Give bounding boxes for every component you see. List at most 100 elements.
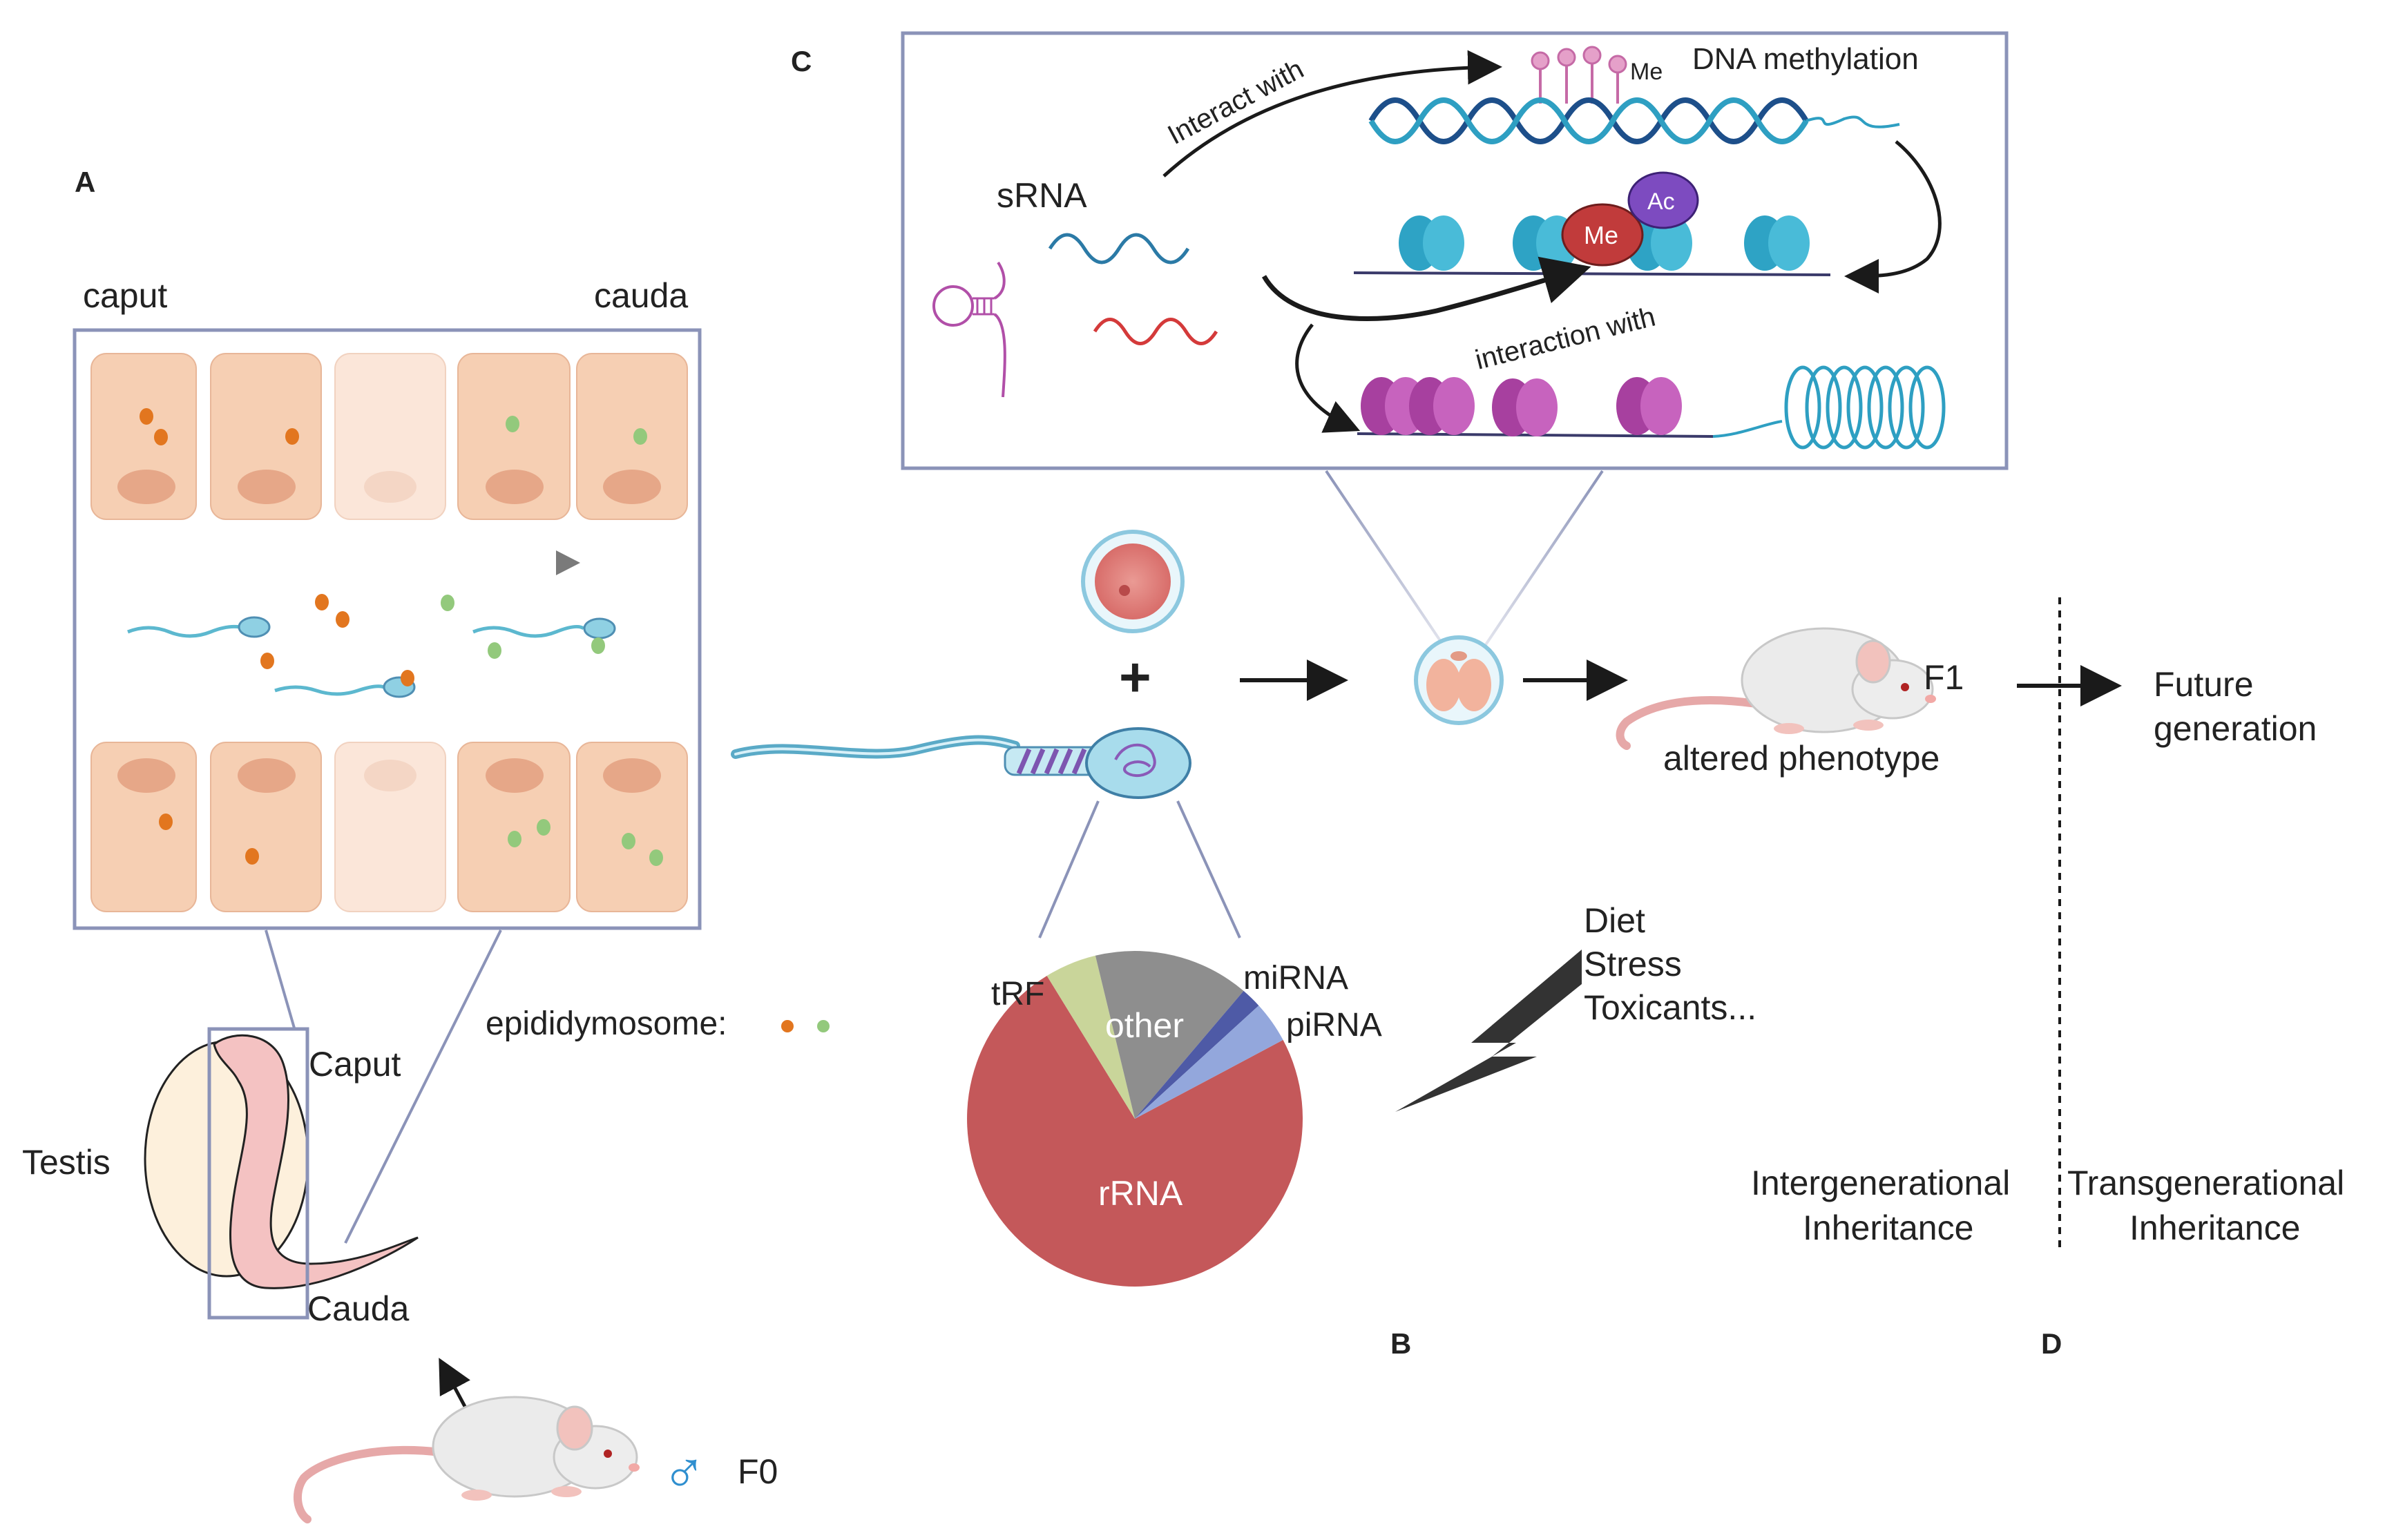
- interaction-with-arrow: [1261, 256, 1591, 321]
- hairpin-tail: [993, 261, 1006, 398]
- sperm-head: [583, 617, 616, 639]
- oocyte: [1081, 530, 1185, 633]
- green-vesicle: [591, 637, 605, 654]
- mouse-tail: [1616, 696, 1765, 750]
- f1-label: F1: [1924, 658, 1964, 697]
- orange-vesicle-legend: [781, 1020, 794, 1032]
- intergenerational-label-line2: Inheritance: [1803, 1209, 1973, 1247]
- histone-acetylation-mark: [1627, 171, 1699, 229]
- f0-mouse: [293, 1396, 640, 1523]
- sperm-cell: [731, 727, 1191, 799]
- orange-vesicle: [315, 594, 329, 610]
- epithelial-cell-pale: [334, 353, 446, 520]
- epididymis-highlight-box: [207, 1027, 309, 1320]
- zygote-cell-right: [1457, 659, 1491, 711]
- pie-zoom-left: [1038, 800, 1100, 939]
- mouse-foot: [1853, 720, 1884, 731]
- srna-molecules: [932, 233, 1218, 398]
- mouse-eye: [1901, 683, 1909, 691]
- green-vesicle: [622, 833, 635, 849]
- green-vesicle: [506, 416, 519, 432]
- coil-lead: [1712, 420, 1783, 438]
- transgenerational-label-line2: Inheritance: [2129, 1209, 2300, 1247]
- linker-dna: [1353, 271, 1831, 276]
- male-symbol: ♂: [662, 1440, 707, 1506]
- epithelial-cell: [576, 353, 688, 520]
- pie-slice-other: [1095, 950, 1244, 1119]
- epididymosome-legend-label: epididymosome:: [486, 1005, 727, 1042]
- dna-strand-1: [1368, 97, 1809, 144]
- epididymis-zoom-frame: [73, 328, 702, 930]
- dna-to-histone-arrow: [1844, 140, 1942, 293]
- panel-label-b: B: [1390, 1327, 1411, 1360]
- sperm-tail: [731, 735, 1020, 759]
- cell-nucleus-pale: [364, 471, 416, 503]
- green-vesicle: [508, 831, 521, 847]
- nucleosome-row-bottom: [1357, 377, 1714, 438]
- srna-to-heterochromatin-arrow: [1295, 323, 1361, 433]
- histone-ac-label: Ac: [1647, 189, 1675, 215]
- epithelial-cell: [457, 742, 571, 912]
- pie-slice-rrna: [967, 976, 1303, 1287]
- dna-double-helix: [1368, 97, 1900, 144]
- green-vesicle-legend: [817, 1020, 830, 1032]
- srna-label: sRNA: [997, 176, 1087, 215]
- sperm-tail: [274, 684, 387, 696]
- zygote-polar-body: [1450, 651, 1467, 661]
- panel-label-d: D: [2041, 1327, 2062, 1360]
- methyl-tags: [1531, 46, 1627, 104]
- srna-strand-red: [1093, 318, 1218, 345]
- pie-label-other: other: [1105, 1006, 1184, 1045]
- orange-vesicle: [260, 653, 274, 669]
- coil-loop: [1805, 365, 1842, 450]
- coil-loop: [1888, 365, 1925, 450]
- coil-loop: [1908, 365, 1946, 450]
- histone-me-label: Me: [1584, 221, 1618, 249]
- orange-vesicle: [245, 848, 259, 865]
- condensed-chromatin-coil: [1712, 365, 1946, 450]
- panel-label-a: A: [75, 166, 95, 198]
- epididymis-shape: [213, 1034, 419, 1289]
- orange-vesicle: [285, 428, 299, 445]
- green-vesicle: [649, 849, 663, 866]
- pie-slice-pirna: [1135, 1005, 1283, 1119]
- mouse-eye: [604, 1450, 612, 1458]
- green-vesicle: [633, 428, 647, 445]
- cell-nucleus: [238, 470, 296, 504]
- green-vesicle: [441, 595, 454, 611]
- testis-label: Testis: [22, 1143, 111, 1182]
- sperm-chromatin: [1114, 743, 1156, 778]
- cauda-top-label: cauda: [594, 276, 688, 315]
- zoom-line-right: [344, 930, 502, 1244]
- panel-label-c: C: [791, 45, 812, 77]
- methyl-me-label: Me: [1630, 59, 1663, 85]
- dna-strand-2: [1368, 97, 1809, 144]
- plus-sign: +: [1119, 646, 1151, 708]
- transgenerational-label-line1: Transgenerational: [2067, 1164, 2344, 1202]
- env-factor-toxicants: Toxicants...: [1584, 988, 1756, 1027]
- interaction-with-label: interaction with: [1473, 301, 1659, 375]
- zoom-line-left: [265, 930, 296, 1031]
- pie-slice-mirna: [1135, 990, 1259, 1119]
- epithelial-cells-bottom-row: [90, 742, 688, 912]
- interact-with-arrow: [1162, 50, 1502, 177]
- pie-label-mirna: miRNA: [1243, 960, 1348, 997]
- oocyte-nucleus: [1119, 585, 1130, 596]
- epithelial-cell: [576, 742, 688, 912]
- mouse-foot: [1774, 723, 1804, 734]
- lumen-flow-arrowhead: [556, 550, 580, 575]
- sperm-tail: [127, 624, 246, 638]
- epithelial-cell: [210, 353, 322, 520]
- hairpin-loop: [932, 285, 974, 327]
- f1-mouse: [1616, 627, 1936, 750]
- hairpin-stem: [973, 297, 995, 316]
- pie-label-pirna: piRNA: [1286, 1007, 1382, 1043]
- mouse-ear: [556, 1405, 593, 1451]
- nucleosome-magenta: [1433, 377, 1475, 435]
- methyl-tag: [1608, 55, 1627, 74]
- orange-vesicle: [154, 429, 168, 445]
- nucleosome-magenta: [1516, 378, 1558, 436]
- cell-nucleus: [486, 758, 544, 793]
- coil-loop: [1867, 365, 1904, 450]
